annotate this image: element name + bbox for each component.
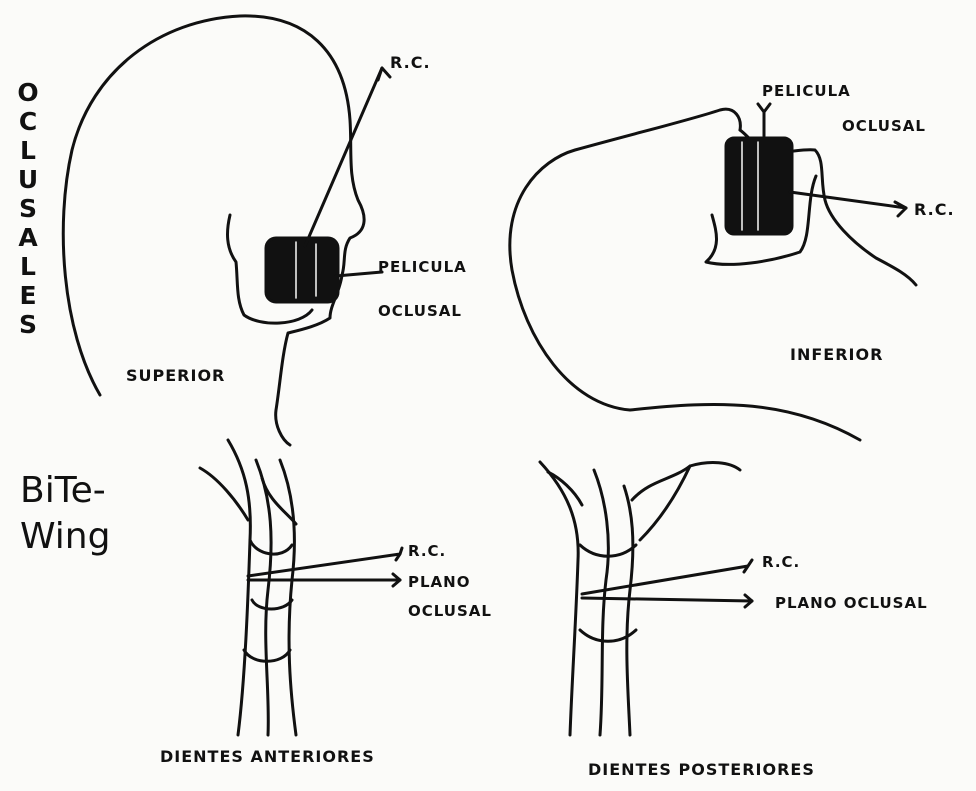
oclusales-letter: C bbox=[19, 107, 37, 136]
bite-wing-label-line1: BiTe- bbox=[20, 468, 106, 514]
rc-label-superior: R.C. bbox=[390, 53, 431, 72]
occlusal-plane-posterior bbox=[582, 595, 752, 607]
oclusales-letter: L bbox=[20, 252, 36, 281]
anterior-teeth bbox=[200, 440, 296, 735]
occlusal-film-inferior bbox=[726, 104, 792, 234]
central-ray-inferior bbox=[790, 192, 906, 216]
oclusales-letter: U bbox=[18, 165, 38, 194]
caption-superior: SUPERIOR bbox=[126, 366, 225, 385]
rc-label-posterior: R.C. bbox=[762, 553, 800, 571]
film-label-inferior-line2: OCLUSAL bbox=[842, 117, 926, 135]
oclusales-letter: O bbox=[17, 78, 38, 107]
oclusales-letter: S bbox=[19, 194, 37, 223]
caption-anteriores: DIENTES ANTERIORES bbox=[160, 747, 375, 766]
film-label-superior-line1: PELICULA bbox=[378, 258, 467, 276]
film-label-inferior-line1: PELICULA bbox=[762, 82, 851, 100]
oclusales-letter: L bbox=[20, 136, 36, 165]
plane-label-anterior-line1: PLANO bbox=[408, 573, 470, 591]
oclusales-letter: S bbox=[19, 310, 37, 339]
plane-label-anterior-line2: OCLUSAL bbox=[408, 602, 492, 620]
film-label-superior-line2: OCLUSAL bbox=[378, 302, 462, 320]
rc-label-anterior: R.C. bbox=[408, 542, 446, 560]
rc-label-inferior: R.C. bbox=[914, 200, 955, 219]
bite-wing-label-line2: Wing bbox=[20, 514, 110, 560]
oclusales-letter: E bbox=[19, 281, 36, 310]
head-profile-inferior bbox=[510, 109, 916, 440]
occlusal-film-superior bbox=[266, 238, 338, 302]
caption-inferior: INFERIOR bbox=[790, 345, 883, 364]
plane-label-posterior: PLANO OCLUSAL bbox=[775, 594, 928, 612]
caption-posteriores: DIENTES POSTERIORES bbox=[588, 760, 815, 779]
oclusales-letter: A bbox=[18, 223, 37, 252]
